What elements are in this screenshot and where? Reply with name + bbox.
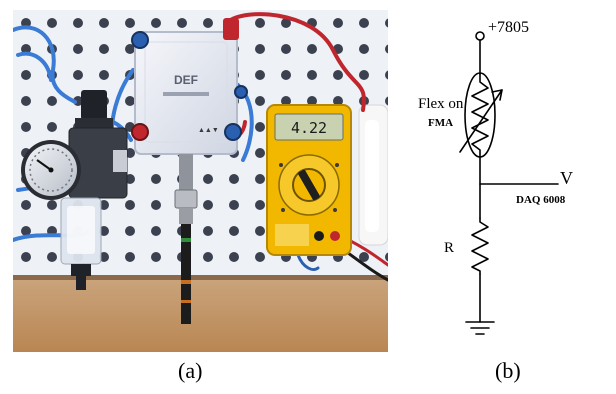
circuit-schematic: +7805 Flex on FMA V DAQ 6008 R — [408, 0, 608, 352]
blue-port-bottom-right — [224, 123, 242, 141]
output-label: V — [560, 168, 573, 188]
setup-photo-drawing: DEF ▲▲▼ — [13, 10, 388, 352]
red-connector-top — [223, 18, 239, 40]
solenoid-valve: DEF ▲▲▼ — [131, 18, 248, 155]
flex-sensor-symbol — [464, 72, 496, 158]
sensor-label: Flex on — [418, 96, 464, 112]
resistor-label: R — [444, 240, 454, 256]
daq-label: DAQ 6008 — [516, 194, 566, 206]
resistor-symbol — [471, 217, 489, 275]
variable-arrow — [459, 89, 503, 153]
svg-text:▲▲▼: ▲▲▼ — [198, 127, 219, 134]
caption-a: (a) — [178, 358, 203, 383]
blue-port-top-left — [131, 31, 149, 49]
red-port-bottom-left — [131, 123, 149, 141]
multimeter-reading: 4.22 — [291, 119, 327, 137]
schematic-drawing: +7805 Flex on FMA V DAQ 6008 R — [418, 19, 573, 335]
supply-label: +7805 — [488, 19, 529, 36]
valve-label: DEF — [174, 73, 198, 87]
setup-photo: DEF ▲▲▼ — [13, 10, 388, 352]
sensor-sublabel: FMA — [428, 117, 453, 129]
supply-terminal — [475, 31, 485, 41]
flex-sensor-zigzag — [471, 73, 489, 158]
filter-regulator — [60, 90, 128, 290]
wooden-floor — [13, 278, 388, 352]
caption-b: (b) — [495, 358, 521, 383]
multimeter: 4.22 — [266, 104, 352, 256]
pressure-gauge — [21, 140, 81, 200]
flex-sensor-tube — [174, 154, 198, 324]
